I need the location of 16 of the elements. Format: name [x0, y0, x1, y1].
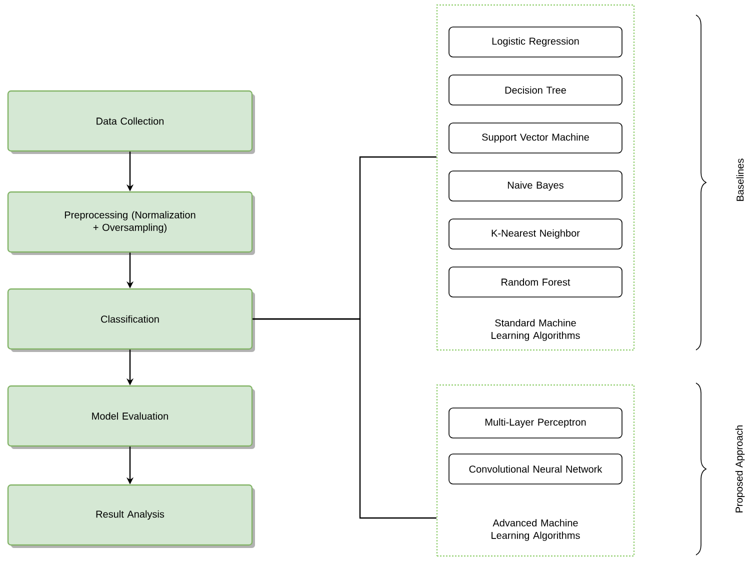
algorithm-box: Decision Tree [448, 74, 622, 106]
process-box: Result Analysis [7, 484, 255, 548]
algorithm-box: Multi-Layer Perceptron [448, 408, 622, 438]
algorithm-box: Support Vector Machine [448, 122, 622, 154]
algorithm-box: Naive Bayes [448, 170, 622, 202]
algorithm-box: Convolutional Neural Network [448, 454, 622, 484]
connector-line [252, 318, 436, 519]
algorithm-box: Logistic Regression [448, 26, 622, 58]
algorithm-box: Random Forest [448, 266, 622, 298]
process-box: Classification [7, 288, 255, 352]
process-box: Data Collection [7, 90, 255, 154]
brace-label: Proposed Approach [735, 425, 745, 512]
process-box: Model Evaluation [7, 385, 255, 449]
process-box: Preprocessing (Normalization + Oversampling) [7, 191, 255, 255]
algorithm-box: K-Nearest Neighbor [448, 218, 622, 250]
brace-label: Baselines [736, 158, 744, 201]
